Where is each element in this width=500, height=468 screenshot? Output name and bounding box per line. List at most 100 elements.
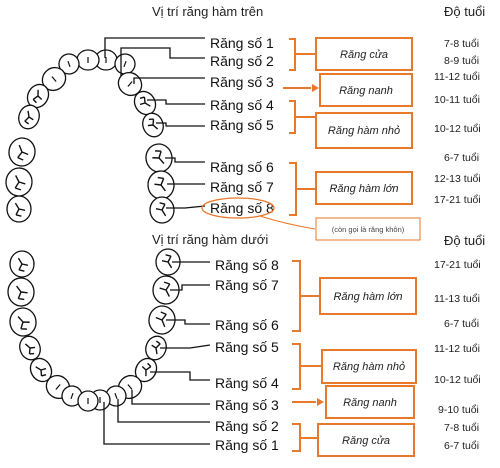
- category-box: [317, 423, 415, 457]
- category-label: Răng cửa: [342, 435, 390, 447]
- upper-tooth-label: Răng số 8: [210, 200, 274, 216]
- lower-brackets: [292, 260, 322, 452]
- category-box: [315, 37, 413, 71]
- upper-category-boxes: [315, 37, 413, 205]
- lower-age: 10-12 tuổi: [434, 374, 481, 386]
- category-label: Răng nanh: [339, 85, 393, 97]
- leader-line: [160, 344, 211, 349]
- category-label: Răng hàm nhỏ: [328, 125, 400, 137]
- upper-tooth-label: Răng số 7: [210, 179, 274, 195]
- category-box: [321, 349, 417, 384]
- tooth-icon: [142, 112, 164, 138]
- tooth-icon: [77, 390, 99, 412]
- tooth-icon: [6, 195, 32, 223]
- upper-age: 6-7 tuổi: [444, 152, 479, 164]
- leader-line: [103, 402, 210, 445]
- upper-tooth-label: Răng số 2: [210, 53, 274, 69]
- lower-title: Vị trí răng hàm dưới: [152, 232, 268, 247]
- lower-age: 11-12 tuổi: [434, 343, 480, 355]
- tooth-icon: [19, 335, 41, 361]
- note-pointer: [259, 215, 316, 230]
- arrow-head: [312, 84, 319, 92]
- upper-age: 17-21 tuổi: [434, 194, 481, 206]
- leader-line: [117, 399, 210, 423]
- note-box: [315, 217, 421, 241]
- upper-age: 7-8 tuổi: [444, 38, 479, 50]
- category-box: [325, 385, 415, 419]
- upper-brackets: [283, 38, 316, 216]
- tooth-icon: [61, 385, 83, 407]
- leader-line: [120, 47, 205, 76]
- tooth-icon: [29, 357, 53, 383]
- tooth-icon: [9, 250, 35, 278]
- leader-line: [166, 319, 210, 325]
- leader-line: [104, 37, 205, 58]
- upper-age-header: Độ tuổi: [444, 4, 485, 19]
- tooth-icon: [7, 277, 35, 307]
- bracket-incisors: [289, 38, 296, 71]
- category-label: Răng nanh: [343, 397, 397, 409]
- category-label: Răng hàm lớn: [333, 291, 402, 303]
- leader-line: [147, 99, 205, 105]
- lower-tooth-label: Răng số 5: [215, 339, 279, 355]
- tooth-icon: [148, 305, 176, 335]
- tooth-icon: [147, 170, 175, 200]
- lower-tooth-label: Răng số 2: [215, 418, 279, 434]
- lower-age: 9-10 tuổi: [438, 404, 479, 416]
- category-box: [315, 171, 413, 205]
- upper-tooth-label: Răng số 5: [210, 117, 274, 133]
- lower-category-boxes: [317, 277, 417, 457]
- upper-dental-arch: [5, 49, 175, 224]
- lower-age: 6-7 tuổi: [444, 440, 479, 452]
- bracket-premolars: [289, 100, 296, 134]
- upper-age: 10-12 tuổi: [434, 123, 481, 135]
- leader-line: [156, 122, 205, 127]
- wisdom-tooth-note: (còn gọi là răng khôn): [332, 225, 405, 234]
- upper-tooth-label: Răng số 1: [210, 35, 274, 51]
- lower-tooth-label: Răng số 8: [215, 257, 279, 273]
- lower-age: 11-13 tuổi: [434, 293, 480, 305]
- category-box: [319, 277, 417, 315]
- lower-tooth-label: Răng số 7: [215, 277, 279, 293]
- leader-line: [166, 205, 206, 209]
- tooth-icon: [18, 104, 40, 130]
- lower-tooth-label: Răng số 3: [215, 397, 279, 413]
- upper-age: 10-11 tuổi: [434, 94, 480, 106]
- lower-tooth-label: Răng số 4: [215, 375, 279, 391]
- lower-tooth-label: Răng số 1: [215, 437, 279, 453]
- wisdom-tooth-highlight: [201, 197, 275, 219]
- lower-tooth-label: Răng số 6: [215, 317, 279, 333]
- upper-age: 8-9 tuổi: [444, 55, 479, 67]
- upper-age: 12-13 tuổi: [434, 173, 481, 185]
- category-label: Răng hàm lớn: [329, 183, 398, 195]
- category-label: Răng cửa: [340, 49, 388, 61]
- upper-tooth-label: Răng số 4: [210, 97, 274, 113]
- bracket-incisors: [292, 423, 301, 452]
- upper-age: 11-12 tuổi: [434, 71, 480, 83]
- tooth-icon: [133, 90, 157, 116]
- category-box: [319, 73, 413, 107]
- leader-line: [165, 157, 205, 163]
- leader-line: [131, 390, 210, 405]
- category-box: [315, 112, 413, 149]
- tooth-icon: [26, 83, 50, 109]
- upper-tooth-label: Răng số 6: [210, 159, 274, 175]
- leader-line: [170, 284, 210, 291]
- leader-line: [133, 77, 205, 84]
- lower-age-header: Độ tuổi: [444, 233, 485, 248]
- tooth-icon: [152, 275, 180, 305]
- leader-line: [150, 371, 210, 381]
- bracket-premolars: [292, 343, 301, 390]
- leader-lines: [103, 37, 211, 445]
- lower-dental-arch: [7, 248, 181, 412]
- tooth-icon: [58, 53, 80, 75]
- tooth-icon: [76, 49, 100, 71]
- tooth-icon: [9, 307, 37, 337]
- tooth-icon: [8, 137, 36, 167]
- tooth-icon: [134, 357, 158, 383]
- lower-age: 17-21 tuổi: [434, 259, 481, 271]
- category-label: Răng hàm nhỏ: [333, 361, 405, 373]
- bracket-molars: [289, 162, 297, 216]
- bracket-molars: [292, 260, 301, 332]
